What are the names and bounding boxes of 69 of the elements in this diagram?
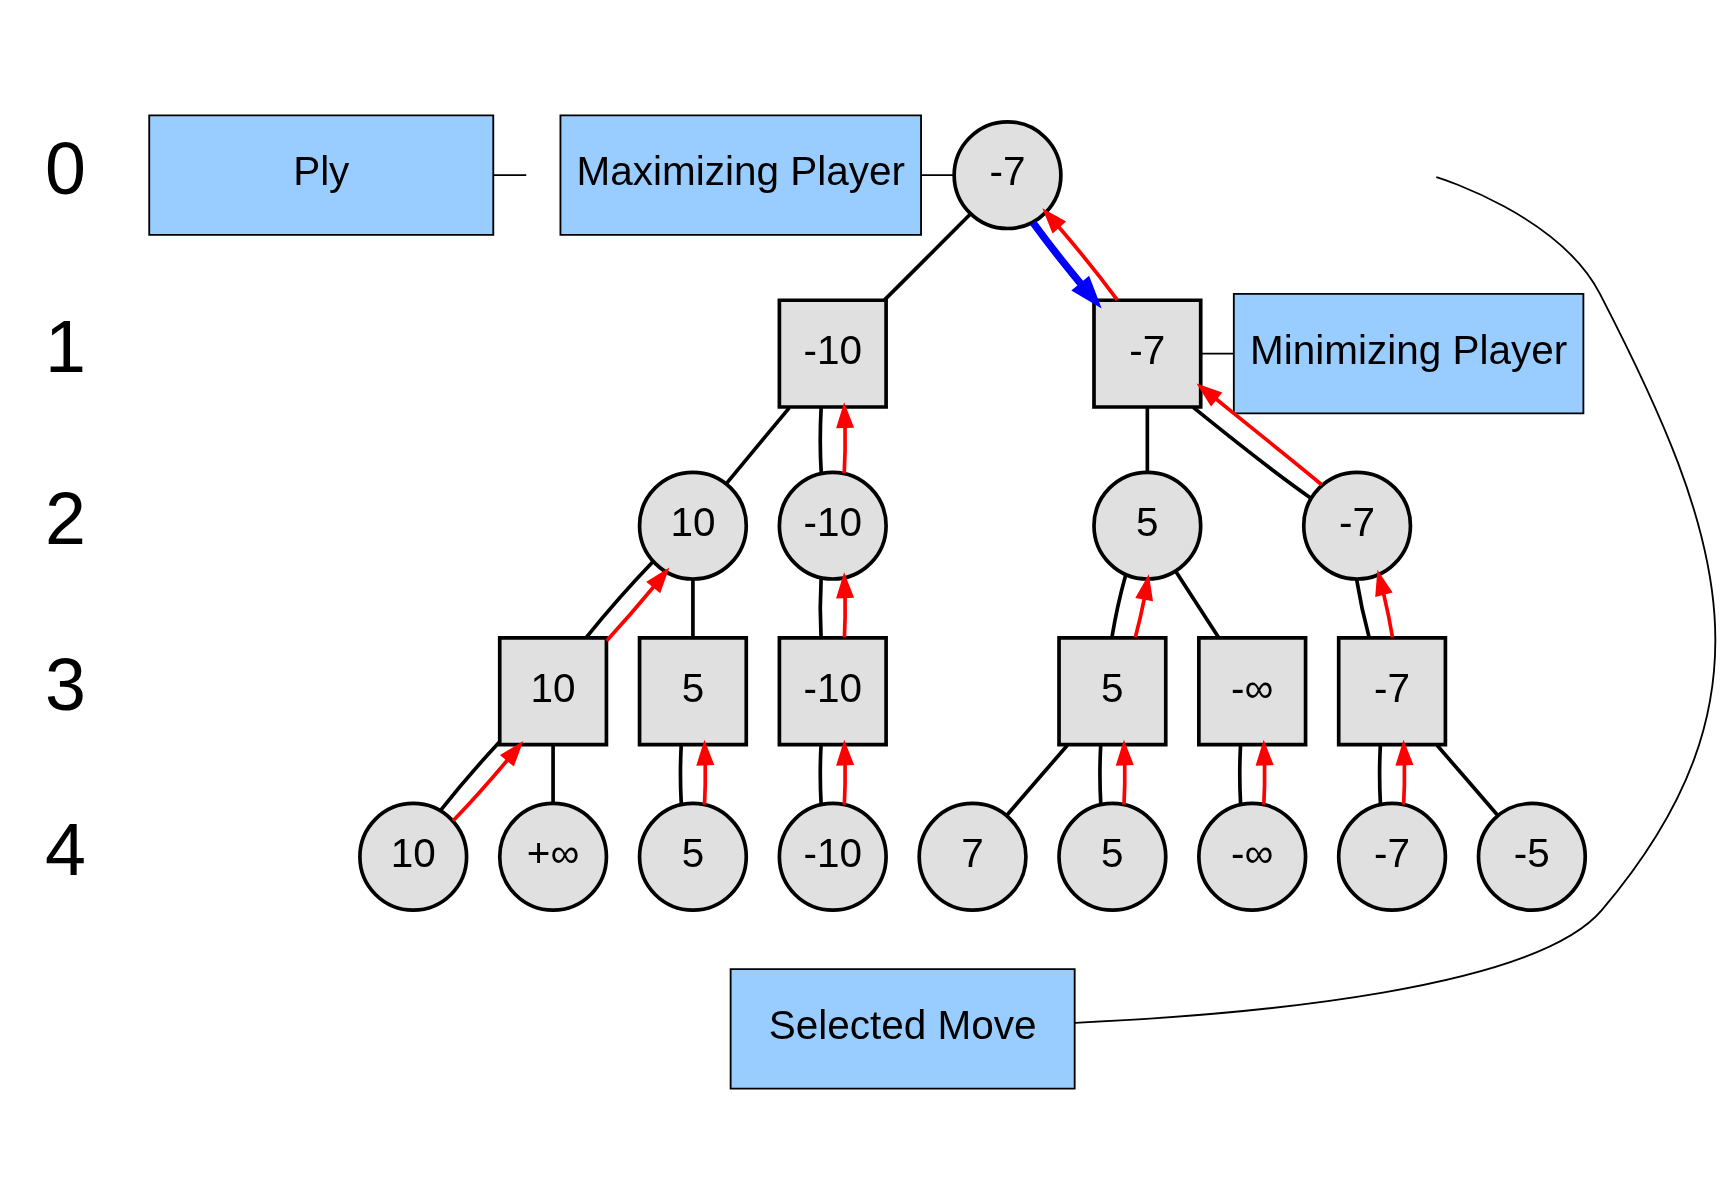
- node-box: Minimizing Player: [1232, 292, 1585, 415]
- arrow: [696, 739, 715, 805]
- connector: [1174, 570, 1221, 639]
- node-circle: -∞: [1197, 801, 1308, 912]
- node-circle: 5: [1057, 801, 1168, 912]
- connector: [818, 745, 823, 805]
- connector: [439, 740, 501, 812]
- node-box: -7: [1092, 298, 1203, 409]
- connector: [724, 406, 791, 485]
- node-circle: -7: [1301, 470, 1413, 581]
- label: 3: [45, 642, 86, 726]
- arrow: [1042, 208, 1119, 301]
- node-circle: -7: [952, 119, 1063, 231]
- label: 4: [45, 808, 86, 892]
- label: 2: [45, 477, 86, 561]
- label: 1: [45, 305, 86, 389]
- node-circle: 5: [637, 801, 749, 912]
- node-box: -10: [777, 298, 888, 409]
- node-circle: 7: [917, 801, 1028, 912]
- node-circle: +∞: [497, 801, 609, 912]
- node-circle: 5: [1092, 470, 1203, 581]
- arrow: [1030, 220, 1102, 309]
- connector: [1192, 405, 1313, 500]
- arrow: [836, 402, 855, 474]
- node-box: -∞: [1197, 636, 1308, 747]
- node-circle: -5: [1476, 801, 1588, 912]
- arrow: [1115, 739, 1134, 805]
- node-box: 10: [497, 636, 609, 747]
- connector: [551, 745, 555, 803]
- connector: [1005, 744, 1069, 817]
- connector: [818, 407, 824, 474]
- node-box: 5: [1057, 636, 1168, 747]
- node-box: -10: [777, 636, 888, 747]
- node-box: 5: [637, 636, 749, 747]
- connector: [1237, 745, 1243, 805]
- connector: [818, 577, 823, 638]
- node-box: Selected Move: [729, 968, 1076, 1090]
- node-box: Ply: [148, 114, 495, 236]
- node-circle: -10: [777, 470, 888, 581]
- arrow: [1133, 574, 1154, 638]
- connector: [1098, 745, 1103, 805]
- connector: [678, 745, 684, 805]
- node-circle: 10: [358, 801, 469, 912]
- node-box: Maximizing Player: [559, 114, 922, 236]
- connector: [920, 174, 955, 177]
- connector: [1200, 352, 1235, 355]
- arrow: [1196, 383, 1323, 487]
- arrow: [451, 740, 524, 823]
- label: 0: [45, 126, 86, 210]
- arrow: [836, 572, 855, 638]
- node-circle: 10: [637, 470, 749, 581]
- arrow: [1255, 739, 1274, 805]
- arrow: [836, 739, 855, 805]
- connector: [1110, 574, 1128, 638]
- connector: [691, 579, 695, 638]
- node-box: -7: [1336, 636, 1448, 747]
- connector: [1377, 745, 1383, 805]
- connector: [1354, 579, 1371, 638]
- node-circle: -10: [777, 801, 888, 912]
- arrow: [1375, 569, 1395, 638]
- node-circle: -7: [1336, 801, 1448, 912]
- connector: [584, 560, 655, 640]
- arrow: [1395, 739, 1414, 805]
- connector: [492, 174, 528, 177]
- connector: [1435, 744, 1499, 817]
- arrow: [605, 567, 670, 642]
- connector: [883, 212, 972, 302]
- connector: [1074, 176, 1716, 1024]
- connector: [1145, 407, 1150, 473]
